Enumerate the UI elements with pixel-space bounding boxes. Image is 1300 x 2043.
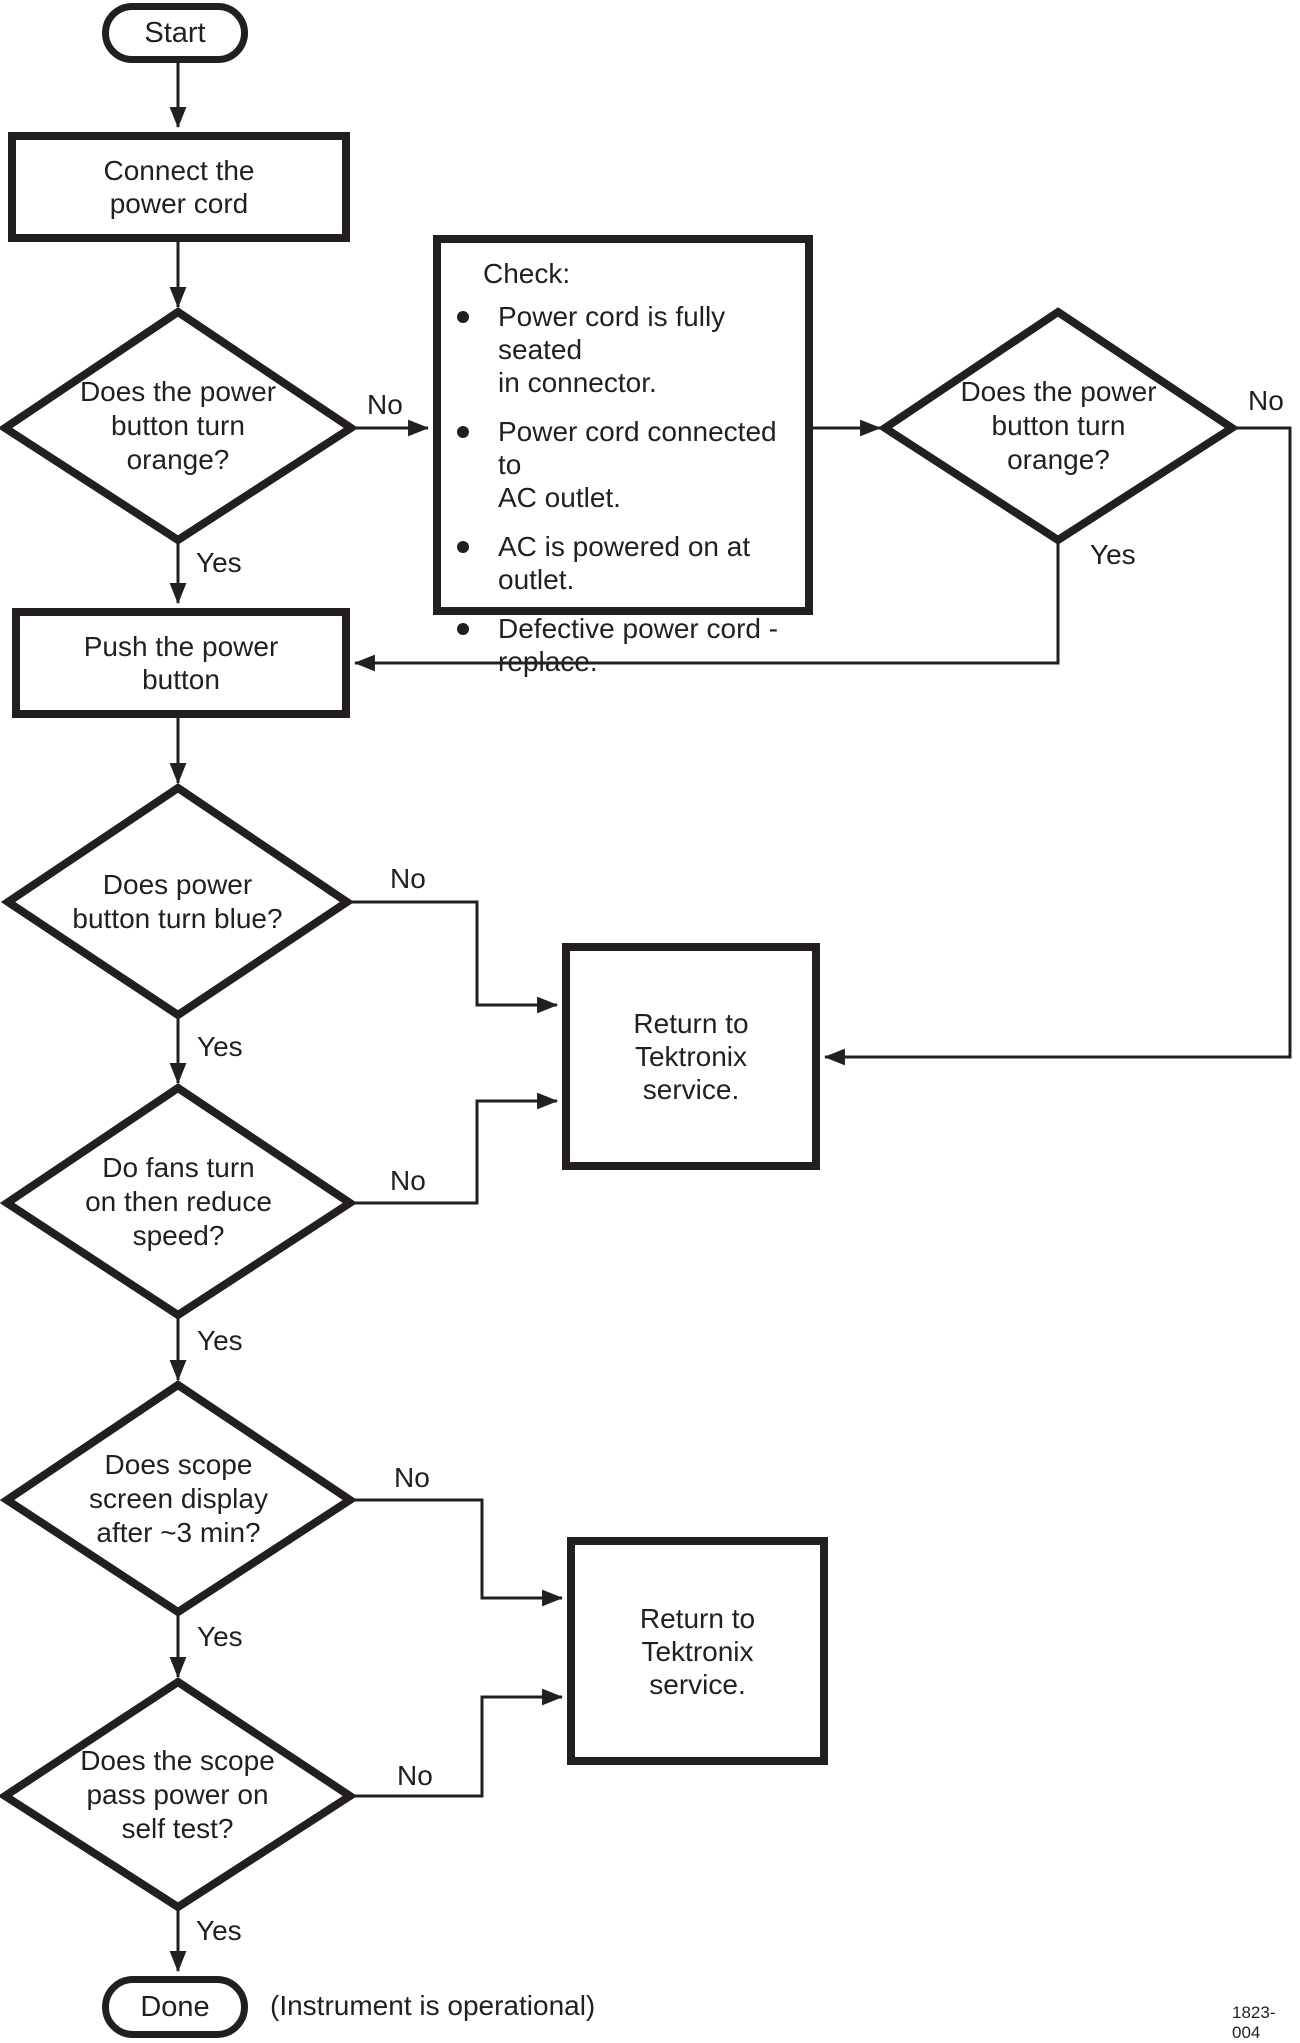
decision-orange2-label: Does the power button turn orange? <box>960 376 1157 475</box>
edge-blue-no-to-return1 <box>347 900 559 1014</box>
branch-label-no: No <box>367 389 403 420</box>
decision-screen-label: Does scope screen display after ~3 min? <box>89 1448 268 1548</box>
branch-label-yes: Yes <box>1090 539 1136 570</box>
edge-orange2-yes-to-push <box>353 540 1060 672</box>
done-label: Done <box>140 1990 210 2023</box>
decision-blue-shape <box>0 783 355 1020</box>
check-item: Power cord connected to AC outlet. <box>449 415 797 514</box>
document-number: 1823-004 <box>1232 2003 1276 2042</box>
branch-label-no: No <box>397 1760 433 1791</box>
return-service-2-label: Return to Tektronix service. <box>639 1602 756 1700</box>
process-push-power-button: Push the power button <box>12 608 350 718</box>
start-label: Start <box>144 16 206 49</box>
return-service-1-label: Return to Tektronix service. <box>633 1008 749 1105</box>
decision-orange2-shape <box>877 307 1240 545</box>
process-return-service-1: Return to Tektronix service. <box>562 943 820 1170</box>
edge-orange2-no-to-return1 <box>823 426 1292 1066</box>
check-item: Defective power cord - replace. <box>449 612 797 678</box>
branch-label-yes: Yes <box>196 547 242 578</box>
check-list: Power cord is fully seated in connector.… <box>449 300 797 678</box>
branch-label-yes: Yes <box>197 1031 243 1062</box>
decision-selftest-label: Does the scope pass power on self test? <box>80 1744 275 1844</box>
decision-orange1-shape <box>0 307 359 545</box>
decision-fans-shape <box>0 1083 358 1320</box>
edge-screen-no-to-return2 <box>350 1498 564 1607</box>
branch-label-no: No <box>1248 385 1284 416</box>
process-connect-power-cord: Connect the power cord <box>8 132 350 242</box>
decision-selftest-shape <box>0 1677 358 1912</box>
check-list-content: Check: Power cord is fully seated in con… <box>441 243 805 678</box>
process-return-service-2: Return to Tektronix service. <box>567 1537 828 1765</box>
edge-selftest-no-to-return2 <box>350 1688 564 1798</box>
branch-label-yes: Yes <box>196 1915 242 1946</box>
done-caption: (Instrument is operational) <box>270 1990 596 2021</box>
branch-label-no: No <box>390 863 426 894</box>
decision-screen-shape <box>0 1380 358 1617</box>
decision-fans-label: Do fans turn on then reduce speed? <box>85 1151 272 1251</box>
check-item: Power cord is fully seated in connector. <box>449 300 797 399</box>
check-list-title: Check: <box>483 258 571 289</box>
connect-power-cord-label: Connect the power cord <box>103 155 255 219</box>
decision-orange1-label: Does the power button turn orange? <box>79 376 277 475</box>
edge-fans-no-to-return1 <box>350 1092 559 1205</box>
start-terminator: Start <box>102 3 248 63</box>
branch-label-no: No <box>394 1462 430 1493</box>
push-power-button-label: Push the power button <box>83 631 279 695</box>
check-list-box: Check: Power cord is fully seated in con… <box>433 235 813 677</box>
check-item: AC is powered on at outlet. <box>449 530 797 596</box>
branch-label-yes: Yes <box>197 1621 243 1652</box>
decision-blue-label: Does power button turn blue? <box>72 868 283 934</box>
branch-label-no: No <box>390 1165 426 1196</box>
branch-label-yes: Yes <box>197 1325 243 1356</box>
done-terminator: Done <box>102 1976 248 2038</box>
